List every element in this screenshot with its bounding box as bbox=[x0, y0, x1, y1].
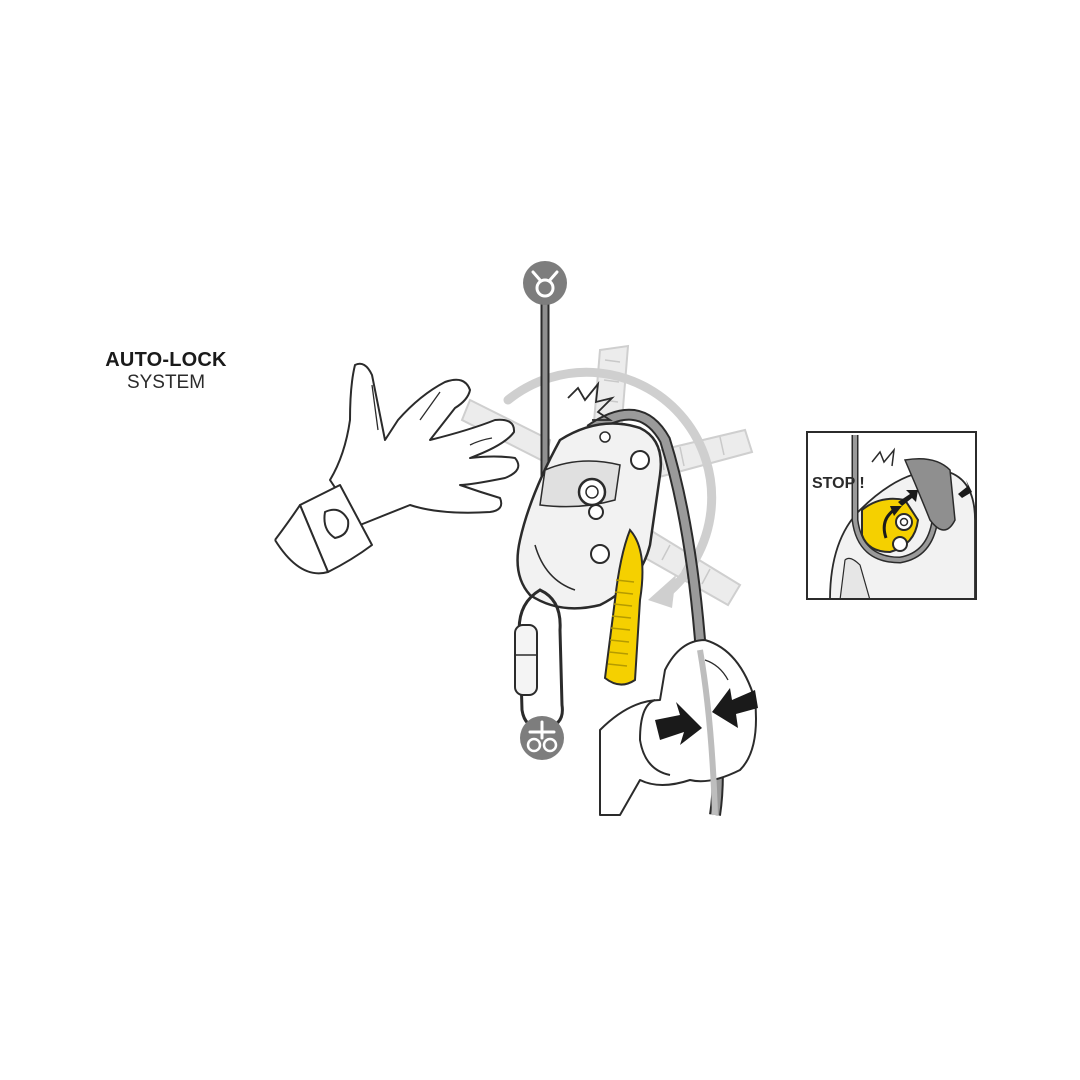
harness-icon bbox=[520, 716, 564, 760]
arrow-right-icon bbox=[655, 702, 702, 745]
carabiner-gate bbox=[514, 624, 538, 696]
rotation-arc bbox=[503, 367, 717, 600]
anchor-icon bbox=[523, 261, 567, 305]
carabiner bbox=[514, 588, 564, 730]
yellow-handle bbox=[603, 528, 644, 686]
arrow-left-icon bbox=[712, 688, 758, 728]
title-sub: SYSTEM bbox=[126, 372, 206, 393]
inset-detail: STOP ! bbox=[806, 431, 977, 600]
left-hand bbox=[274, 362, 520, 575]
inset-arrow-icon bbox=[898, 490, 918, 506]
title-block: AUTO-LOCK SYSTEM bbox=[90, 348, 242, 394]
title-main: AUTO-LOCK bbox=[105, 349, 227, 371]
impact-mark bbox=[567, 381, 615, 421]
device-pivot-top bbox=[630, 450, 650, 470]
device-pivot-bottom bbox=[590, 544, 610, 564]
squeeze-arrows bbox=[655, 688, 758, 745]
rotation-arrowhead bbox=[648, 575, 676, 608]
inset-stop-label: STOP ! bbox=[812, 475, 865, 492]
